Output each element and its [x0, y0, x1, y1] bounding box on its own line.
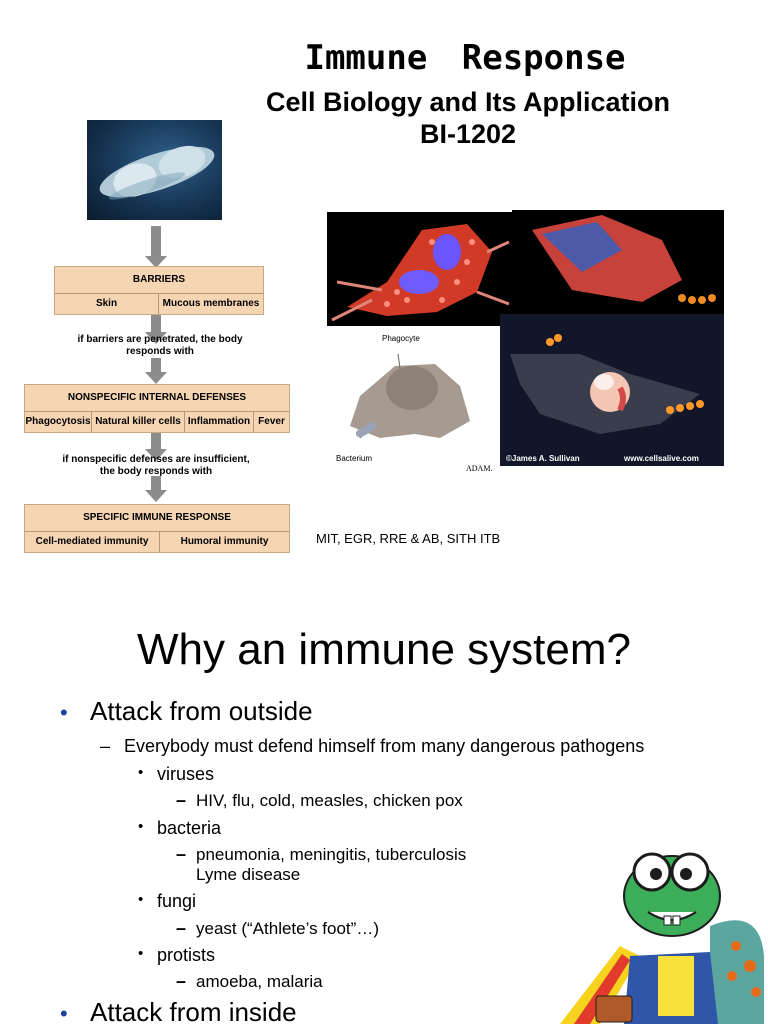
flow-arrow-1 — [145, 226, 167, 268]
item-viruses: viruses — [157, 764, 215, 784]
flow-arrow-4 — [145, 433, 167, 461]
slide2-title: Why an immune system? — [137, 625, 631, 674]
bullet-dot-1: • — [60, 700, 68, 725]
item-bacteria: bacteria — [157, 818, 222, 838]
photo-credit-site: www.cellsalive.com — [624, 454, 699, 463]
macrophage-illustration — [327, 212, 512, 326]
item-protists: protists — [157, 945, 216, 965]
barrier-skin: Skin — [95, 298, 118, 309]
flow-note-1: if barriers are penetrated, the body res… — [77, 334, 243, 357]
bullet-dot-fungi: • — [138, 891, 144, 908]
defense-fever: Fever — [253, 412, 289, 432]
bullet-dot-protists: • — [138, 945, 144, 962]
bullet-attack-outside: Attack from outside — [90, 696, 313, 726]
nonspecific-header: NONSPECIFIC INTERNAL DEFENSES — [67, 392, 247, 403]
flow-arrow-2 — [145, 314, 167, 344]
subbullet-defend: Everybody must defend himself from many … — [124, 736, 645, 756]
barriers-box: BARRIERS Skin Mucous membranes — [54, 266, 264, 315]
item-fungi: fungi — [157, 891, 197, 911]
course-name: Cell Biology and Its Application — [265, 87, 671, 117]
bacteria-examples: pneumonia, meningitis, tuberculosis — [196, 845, 467, 864]
cell-mediated-immunity: Cell-mediated immunity — [35, 536, 149, 547]
humoral-immunity: Humoral immunity — [159, 532, 289, 552]
bullet-attack-inside: Attack from inside — [90, 997, 297, 1027]
dash-bacteria: – — [176, 844, 187, 864]
bullet-dot-bacteria: • — [138, 818, 144, 835]
cellsalive-micrograph: ©James A. Sullivan www.cellsalive.com — [500, 314, 724, 466]
defense-nk-cells: Natural killer cells — [91, 412, 184, 432]
phagocyte-label: Phagocyte — [382, 334, 420, 343]
fungi-examples: yeast (“Athlete’s foot”…) — [196, 919, 379, 938]
bacteria-examples-2: Lyme disease — [196, 865, 301, 884]
slide-subtitle: Cell Biology and Its Application BI-1202 — [220, 86, 716, 150]
defense-phagocytosis: Phagocytosis — [25, 416, 91, 427]
flow-arrow-3 — [145, 358, 167, 384]
viruses-examples: HIV, flu, cold, measles, chicken pox — [196, 791, 463, 810]
phagocyte-drawing: Phagocyte Bacterium — [320, 326, 500, 468]
bullet-dot-2: • — [60, 1001, 68, 1026]
dash-protists: – — [176, 971, 187, 991]
bullet-dot-viruses: • — [138, 764, 144, 781]
defense-inflammation: Inflammation — [184, 412, 253, 432]
dash-viruses: – — [176, 790, 187, 810]
specific-header: SPECIFIC IMMUNE RESPONSE — [83, 512, 231, 523]
protists-examples: amoeba, malaria — [196, 972, 323, 991]
photo-credit-author: ©James A. Sullivan — [506, 454, 580, 463]
slide-title: Immune Response — [304, 38, 626, 78]
bacterium-micrograph — [87, 120, 222, 220]
bacterium-label: Bacterium — [336, 454, 373, 463]
nonspecific-box: NONSPECIFIC INTERNAL DEFENSES Phagocytos… — [24, 384, 290, 433]
course-code: BI-1202 — [419, 119, 517, 149]
dash-1: – — [100, 736, 111, 756]
barriers-header: BARRIERS — [132, 274, 186, 285]
specific-box: SPECIFIC IMMUNE RESPONSE Cell-mediated i… — [24, 504, 290, 553]
adam-logo: ADAM. — [466, 464, 493, 473]
flow-arrow-5 — [145, 476, 167, 502]
barrier-mucous: Mucous membranes — [158, 294, 263, 314]
bacterium-engulfed-illustration — [512, 210, 724, 314]
flow-note-2: if nonspecific defenses are insufficient… — [62, 454, 250, 477]
slide-footer: MIT, EGR, RRE & AB, SITH ITB — [316, 531, 501, 546]
cartoon-scientist-illustration — [560, 836, 768, 1024]
dash-fungi: – — [176, 918, 187, 938]
